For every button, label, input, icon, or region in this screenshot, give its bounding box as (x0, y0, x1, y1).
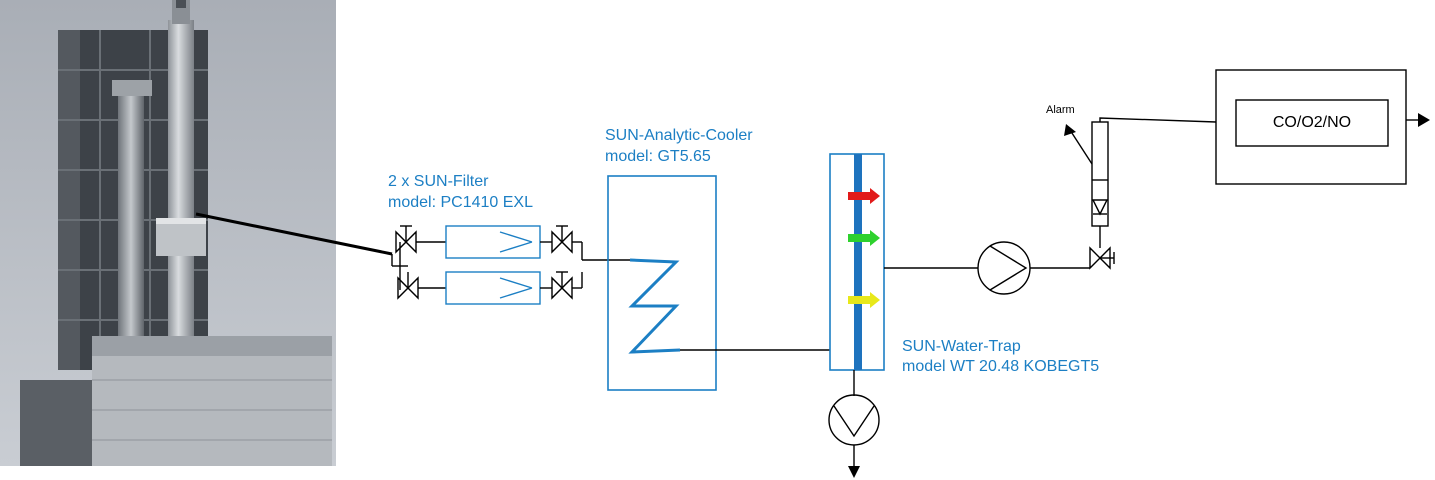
filter-bottom (446, 272, 540, 304)
cooler-label-line2: model: GT5.65 (605, 147, 711, 167)
sample-pump[interactable] (978, 242, 1030, 294)
water-trap (829, 154, 884, 478)
flowmeter (1092, 122, 1108, 226)
filter-label-line1: 2 x SUN-Filter (388, 172, 488, 192)
alarm-line (1070, 130, 1092, 164)
alarm-arrow (1064, 124, 1076, 136)
analyzer-outlet-arrow (1418, 113, 1430, 127)
needle-valve[interactable] (1090, 248, 1114, 268)
valve-bottom-left[interactable] (398, 272, 418, 298)
alarm-label: Alarm (1046, 104, 1075, 116)
level-arrow-red (848, 188, 880, 204)
cooler-label-line1: SUN-Analytic-Cooler (605, 126, 753, 146)
filter-assembly (392, 226, 630, 304)
water-trap-label-line2: model WT 20.48 KOBEGT5 (902, 357, 1099, 377)
drain-pump[interactable] (829, 395, 879, 445)
analyzer-label: CO/O2/NO (1236, 113, 1388, 133)
level-arrow-yellow (848, 292, 880, 308)
filter-top (446, 226, 540, 258)
valve-bottom-right[interactable] (552, 272, 572, 298)
drain-arrow (848, 466, 860, 478)
valve-top-right[interactable] (552, 226, 572, 252)
water-trap-tube (854, 154, 862, 370)
level-arrow-green (848, 230, 880, 246)
filter-label-line2: model: PC1410 EXL (388, 193, 533, 213)
valve-top-left[interactable] (396, 226, 416, 252)
cooler-coil (630, 260, 680, 352)
water-trap-label-line1: SUN-Water-Trap (902, 337, 1021, 357)
cooler (608, 176, 830, 390)
cooler-box (608, 176, 716, 390)
